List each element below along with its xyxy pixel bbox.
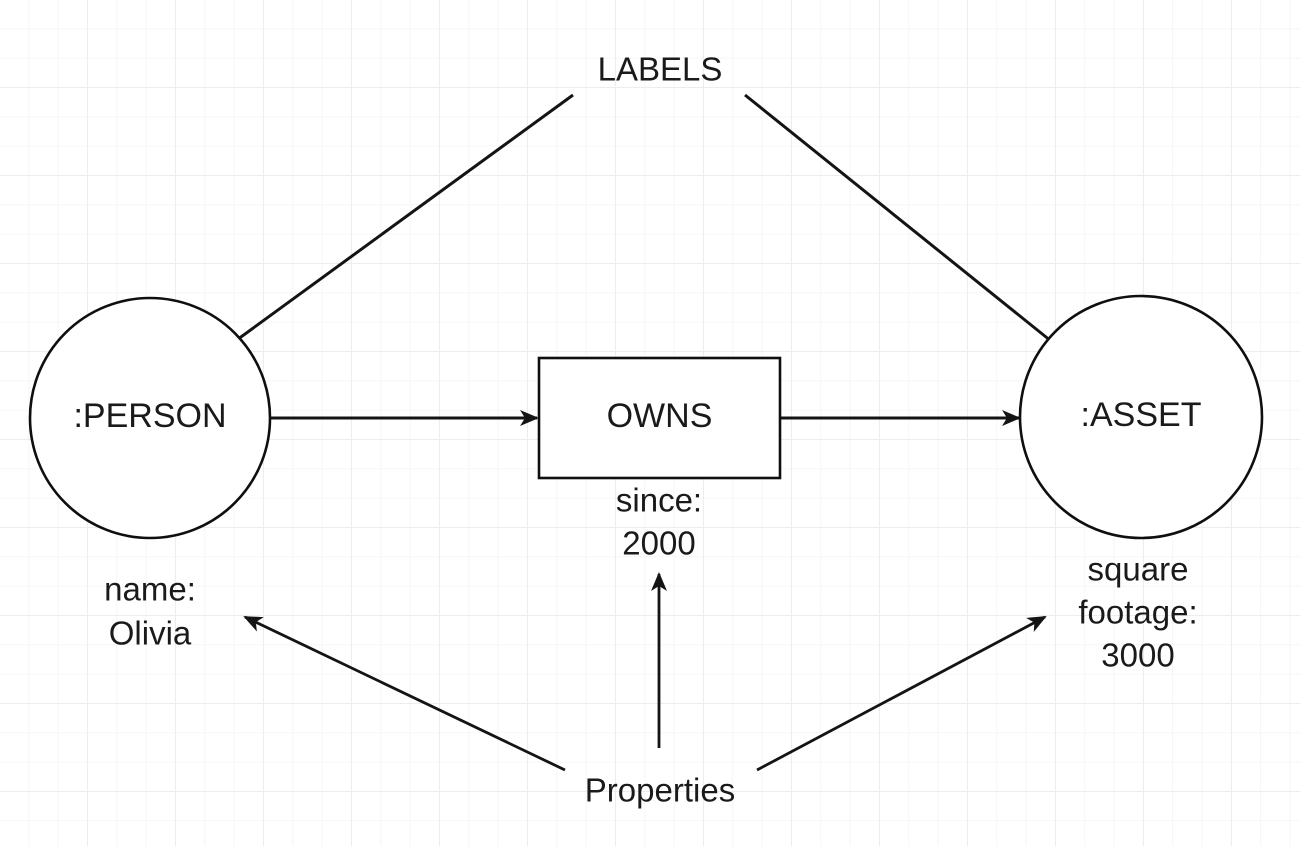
node-owns-rect[interactable] [537,356,782,480]
asset-property-value: 3000 [1101,637,1174,674]
asset-property-key-line1: square [1088,551,1189,588]
node-asset-circle[interactable] [1018,294,1264,540]
labels-annotation: LABELS [598,51,723,88]
callout-line-labels-to-person [184,93,574,379]
node-owns-label: OWNS [607,397,713,435]
asset-property-key-line2: footage: [1078,594,1197,631]
person-property-key: name: [104,571,196,608]
callout-line-labels-to-asset [744,93,1099,380]
callout-line-properties-to-asset-props [756,615,1047,772]
node-person-label: :PERSON [73,397,226,435]
node-person-circle[interactable] [28,296,272,540]
person-property-value: Olivia [109,615,192,652]
owns-property-value: 2000 [622,525,695,562]
owns-property-key: since: [616,482,702,519]
callout-line-properties-to-person-props [243,615,566,772]
node-asset-label: :ASSET [1081,396,1202,434]
properties-annotation: Properties [585,772,735,809]
